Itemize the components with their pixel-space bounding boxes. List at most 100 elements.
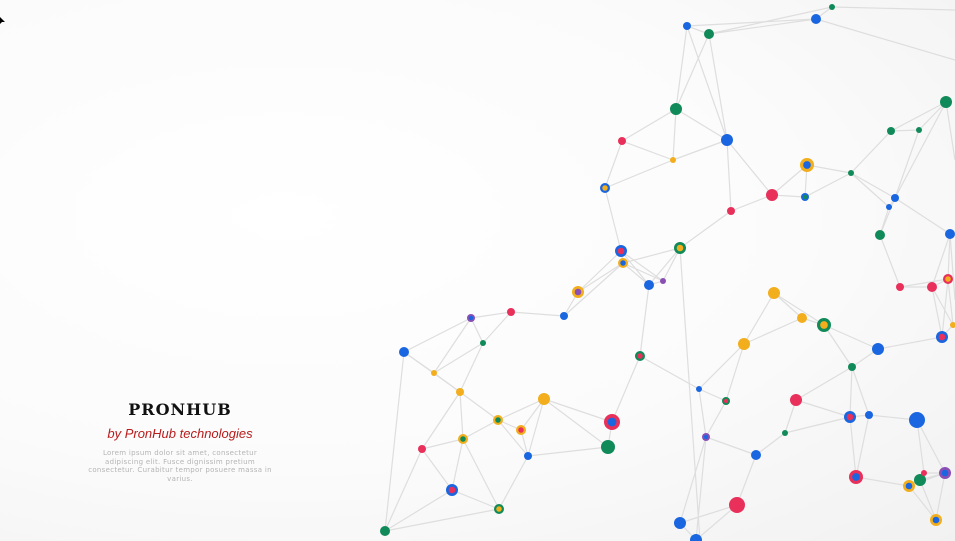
network-edge [709, 19, 816, 34]
network-edge [917, 420, 945, 473]
network-edge [731, 195, 772, 211]
network-edge [452, 490, 499, 509]
network-edge [816, 19, 955, 60]
network-node [496, 506, 502, 512]
network-edge [471, 318, 483, 343]
network-edge [463, 420, 498, 439]
network-node [660, 278, 666, 284]
network-node [449, 487, 456, 494]
network-node [916, 127, 922, 133]
network-node [829, 4, 835, 10]
network-node [674, 517, 686, 529]
network-edge [706, 437, 756, 455]
network-node [790, 394, 802, 406]
network-node [460, 436, 466, 442]
network-node [495, 417, 501, 423]
network-edge [499, 456, 528, 509]
network-node [933, 517, 940, 524]
network-edge [856, 415, 869, 477]
network-node [670, 157, 676, 163]
network-edge [452, 439, 463, 490]
network-node [729, 497, 745, 513]
network-edge [946, 102, 955, 160]
network-node [644, 280, 654, 290]
network-edge [744, 293, 774, 344]
network-edge [852, 367, 869, 415]
network-edge [640, 356, 699, 389]
network-edge [796, 400, 850, 417]
network-edge [785, 417, 850, 433]
network-edge [932, 287, 942, 337]
network-edge [727, 140, 772, 195]
network-node [939, 334, 946, 341]
network-edge [696, 505, 737, 540]
network-edge [528, 447, 608, 456]
network-edge [483, 312, 511, 343]
network-edge [673, 109, 676, 160]
network-node [945, 229, 955, 239]
network-node [507, 308, 515, 316]
network-node [803, 195, 807, 199]
network-node [813, 16, 819, 22]
network-node [945, 276, 951, 282]
network-edge [434, 373, 460, 392]
network-node [704, 435, 708, 439]
network-edge [796, 367, 852, 400]
network-edge [936, 473, 945, 520]
network-edge [878, 337, 942, 349]
network-edge [673, 140, 727, 160]
network-edge [605, 141, 622, 188]
network-edge [832, 7, 955, 10]
network-edge [727, 140, 731, 211]
network-node [670, 103, 682, 115]
network-edge [687, 26, 727, 140]
network-edge [498, 399, 544, 420]
network-node [875, 230, 885, 240]
network-node [940, 96, 952, 108]
network-node [906, 483, 913, 490]
network-node [797, 313, 807, 323]
network-edge [895, 130, 919, 198]
network-edge [385, 352, 404, 531]
network-node [852, 473, 860, 481]
network-node [848, 363, 856, 371]
network-edge [578, 251, 621, 292]
network-node [602, 185, 608, 191]
network-edges [385, 7, 955, 541]
network-node [683, 22, 691, 30]
network-node [803, 161, 811, 169]
network-edge [920, 480, 936, 520]
network-edge [891, 130, 919, 131]
network-edge [895, 198, 950, 234]
network-node [538, 393, 550, 405]
network-edge [385, 449, 422, 531]
network-edge [422, 392, 460, 449]
network-edge [460, 392, 498, 420]
network-node [782, 430, 788, 436]
network-edge [680, 505, 737, 523]
network-node [431, 370, 437, 376]
network-node [704, 29, 714, 39]
network-node [921, 470, 927, 476]
network-node [677, 245, 684, 252]
network-node [768, 287, 780, 299]
network-node [721, 134, 733, 146]
network-node [820, 321, 828, 329]
network-edge [605, 160, 673, 188]
network-node [618, 137, 626, 145]
network-node [456, 388, 464, 396]
network-edge [737, 455, 756, 505]
network-node [887, 127, 895, 135]
network-edge [699, 389, 726, 401]
network-edge [699, 389, 706, 437]
network-edge [851, 173, 889, 207]
network-node [637, 353, 643, 359]
network-edge [756, 433, 785, 455]
network-edge [622, 141, 673, 160]
network-node [847, 414, 854, 421]
network-edge [544, 399, 608, 447]
network-node [751, 450, 761, 460]
network-node [620, 260, 626, 266]
network-node [380, 526, 390, 536]
network-edge [680, 211, 731, 248]
